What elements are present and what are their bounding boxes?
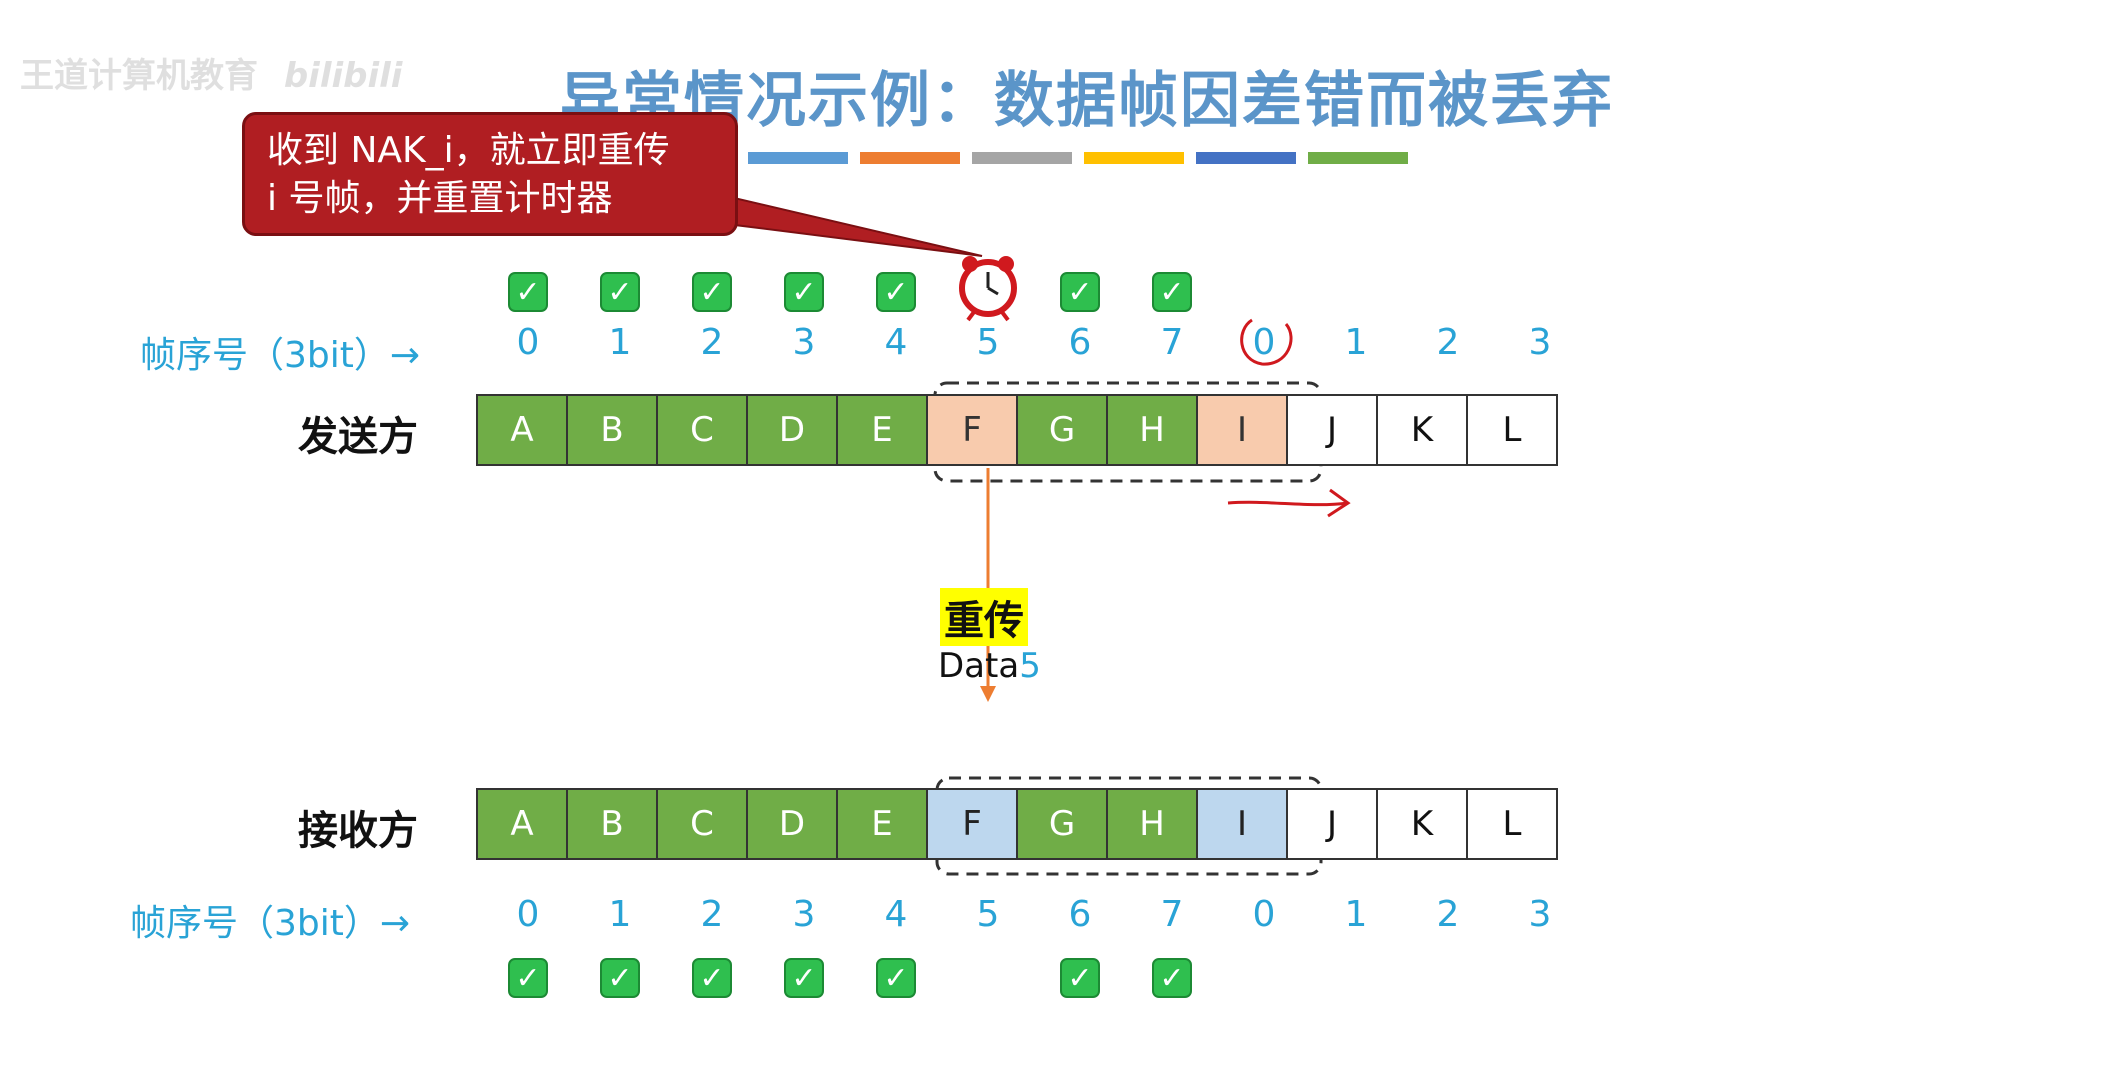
seq-number: 2	[1436, 894, 1460, 935]
color-bar-6	[1308, 152, 1408, 164]
seq-number: 4	[884, 322, 908, 363]
color-bar-3	[972, 152, 1072, 164]
seq-number: 0	[516, 322, 540, 363]
check-icon: ✓	[692, 958, 732, 998]
check-icon: ✓	[1060, 272, 1100, 312]
frame-cell: A	[476, 394, 568, 466]
frame-cell: I	[1196, 394, 1288, 466]
seq-number: 1	[608, 894, 632, 935]
seq-number: 2	[1436, 322, 1460, 363]
check-icon: ✓	[692, 272, 732, 312]
seq-number: 6	[1068, 894, 1092, 935]
callout-line-1: 收到 NAK_i，就立即重传	[267, 130, 670, 171]
seq-number: 3	[792, 894, 816, 935]
sender-seq-label: 帧序号（3bit）→	[140, 335, 421, 376]
seq-number: 3	[1528, 322, 1552, 363]
frame-cell: L	[1466, 788, 1558, 860]
frame-cell: H	[1106, 394, 1198, 466]
seq-number: 0	[516, 894, 540, 935]
seq-number: 0	[1252, 894, 1276, 935]
seq-number: 7	[1160, 894, 1184, 935]
color-bar-5	[1196, 152, 1296, 164]
check-icon: ✓	[1060, 958, 1100, 998]
frame-cell: A	[476, 788, 568, 860]
seq-number: 1	[608, 322, 632, 363]
seq-number: 5	[976, 894, 1000, 935]
frame-cell: H	[1106, 788, 1198, 860]
check-icon: ✓	[784, 272, 824, 312]
retransmit-arrowhead	[980, 686, 996, 702]
seq-number: 7	[1160, 322, 1184, 363]
frame-cell: G	[1016, 788, 1108, 860]
frame-cell: F	[926, 788, 1018, 860]
seq-number: 0	[1252, 322, 1276, 363]
check-icon: ✓	[508, 272, 548, 312]
retransmit-data-seq: 5	[1019, 646, 1041, 686]
handwritten-circle	[1240, 318, 1293, 366]
retransmit-data: Data5	[938, 646, 1041, 686]
frame-cell: J	[1286, 788, 1378, 860]
seq-number: 4	[884, 894, 908, 935]
frame-cell: I	[1196, 788, 1288, 860]
frame-cell: J	[1286, 394, 1378, 466]
frame-cell: C	[656, 394, 748, 466]
seq-number: 3	[792, 322, 816, 363]
seq-number: 3	[1528, 894, 1552, 935]
frame-cell: F	[926, 394, 1018, 466]
frame-cell: D	[746, 788, 838, 860]
frame-cell: D	[746, 394, 838, 466]
watermark-text: 王道计算机教育	[20, 56, 258, 96]
sender-label: 发送方	[298, 414, 418, 460]
color-bar-4	[1084, 152, 1184, 164]
check-icon: ✓	[508, 958, 548, 998]
frame-cell: C	[656, 788, 748, 860]
frame-cell: B	[566, 394, 658, 466]
callout-pointer	[696, 188, 983, 257]
watermark: 王道计算机教育 bilibili	[20, 48, 402, 97]
retransmit-data-prefix: Data	[938, 646, 1020, 686]
seq-number: 1	[1344, 894, 1368, 935]
handwritten-arrowhead	[1327, 488, 1351, 518]
check-icon: ✓	[876, 272, 916, 312]
receiver-seq-label: 帧序号（3bit）→	[130, 903, 411, 944]
seq-number: 2	[700, 894, 724, 935]
check-icon: ✓	[1152, 272, 1192, 312]
frame-cell: E	[836, 394, 928, 466]
retransmit-label: 重传	[940, 588, 1028, 646]
receiver-frame-strip: A B C D E F G H I J K L	[476, 788, 1558, 860]
seq-number: 6	[1068, 322, 1092, 363]
seq-number: 1	[1344, 322, 1368, 363]
frame-cell: G	[1016, 394, 1108, 466]
color-bar-2	[860, 152, 960, 164]
frame-cell: L	[1466, 394, 1558, 466]
callout-line-2: i 号帧，并重置计时器	[267, 178, 613, 219]
color-bar-1	[748, 152, 848, 164]
receiver-label: 接收方	[298, 808, 418, 854]
seq-number: 2	[700, 322, 724, 363]
watermark-logo: bilibili	[283, 56, 403, 96]
check-icon: ✓	[876, 958, 916, 998]
check-icon: ✓	[1152, 958, 1192, 998]
check-icon: ✓	[600, 272, 640, 312]
check-icon: ✓	[600, 958, 640, 998]
handwritten-arrow	[1227, 500, 1349, 507]
alarm-clock-icon	[959, 256, 1017, 322]
frame-cell: K	[1376, 394, 1468, 466]
seq-number: 5	[976, 322, 1000, 363]
sender-frame-strip: A B C D E F G H I J K L	[476, 394, 1558, 466]
frame-cell: K	[1376, 788, 1468, 860]
callout-box: 收到 NAK_i，就立即重传 i 号帧，并重置计时器	[242, 112, 738, 236]
frame-cell: E	[836, 788, 928, 860]
check-icon: ✓	[784, 958, 824, 998]
frame-cell: B	[566, 788, 658, 860]
